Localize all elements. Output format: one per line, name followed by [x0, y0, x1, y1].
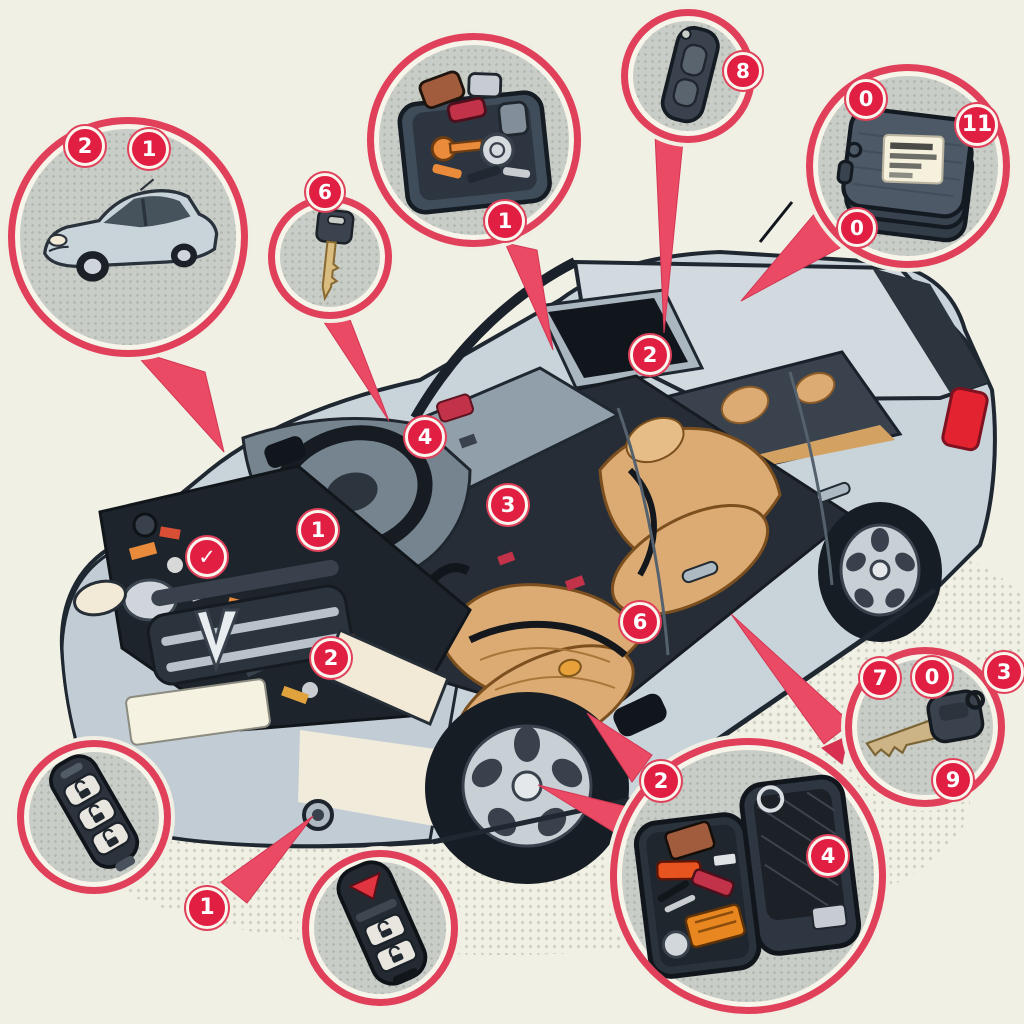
a-pillar [410, 257, 578, 421]
side-indicator [558, 658, 582, 678]
zipper-pull [846, 141, 863, 158]
fob-3-button-icon [49, 754, 140, 872]
key-tray-icon [397, 70, 552, 215]
callout-ignition-key [268, 195, 392, 319]
remote-fob-icon [660, 26, 720, 124]
glovebox-latch [458, 433, 478, 449]
leader-arrowhead [821, 735, 849, 765]
dash-remote [436, 393, 474, 423]
body-details [264, 257, 989, 845]
tail-light [941, 386, 989, 452]
license-plate [125, 678, 271, 746]
callout-transponder-case [806, 64, 1010, 268]
callout-toolbox [610, 738, 886, 1014]
callout-remote-fob [621, 9, 755, 143]
keyring [965, 689, 986, 710]
car-roof [535, 201, 991, 403]
key-vertical-icon [315, 208, 355, 302]
callout-car-overview [8, 117, 248, 357]
front-end [73, 559, 450, 831]
car-icon [42, 178, 218, 282]
headlight-left [73, 579, 127, 617]
antenna [758, 201, 794, 243]
leader-line [129, 347, 225, 453]
side-mirror-left [264, 436, 306, 468]
brand-emblem [193, 608, 241, 673]
seatbelt [468, 620, 628, 658]
rear-wheel [818, 502, 942, 642]
leader-line [504, 242, 554, 351]
callout-key-tray [367, 33, 581, 247]
key-horizontal-icon [865, 689, 986, 758]
callout-three-button-fob [17, 740, 171, 894]
leader-line [220, 815, 314, 904]
callout-panic-fob [302, 850, 458, 1006]
side-mirror [613, 693, 667, 737]
panic-fob-icon [336, 860, 428, 986]
toolbox-icon [633, 774, 861, 979]
leader-line [730, 613, 852, 745]
carabiner [756, 784, 784, 813]
callout-door-key [845, 647, 1005, 807]
case-icon [836, 106, 975, 243]
door-handle-rear [815, 481, 851, 504]
door-handle-front [681, 560, 719, 584]
